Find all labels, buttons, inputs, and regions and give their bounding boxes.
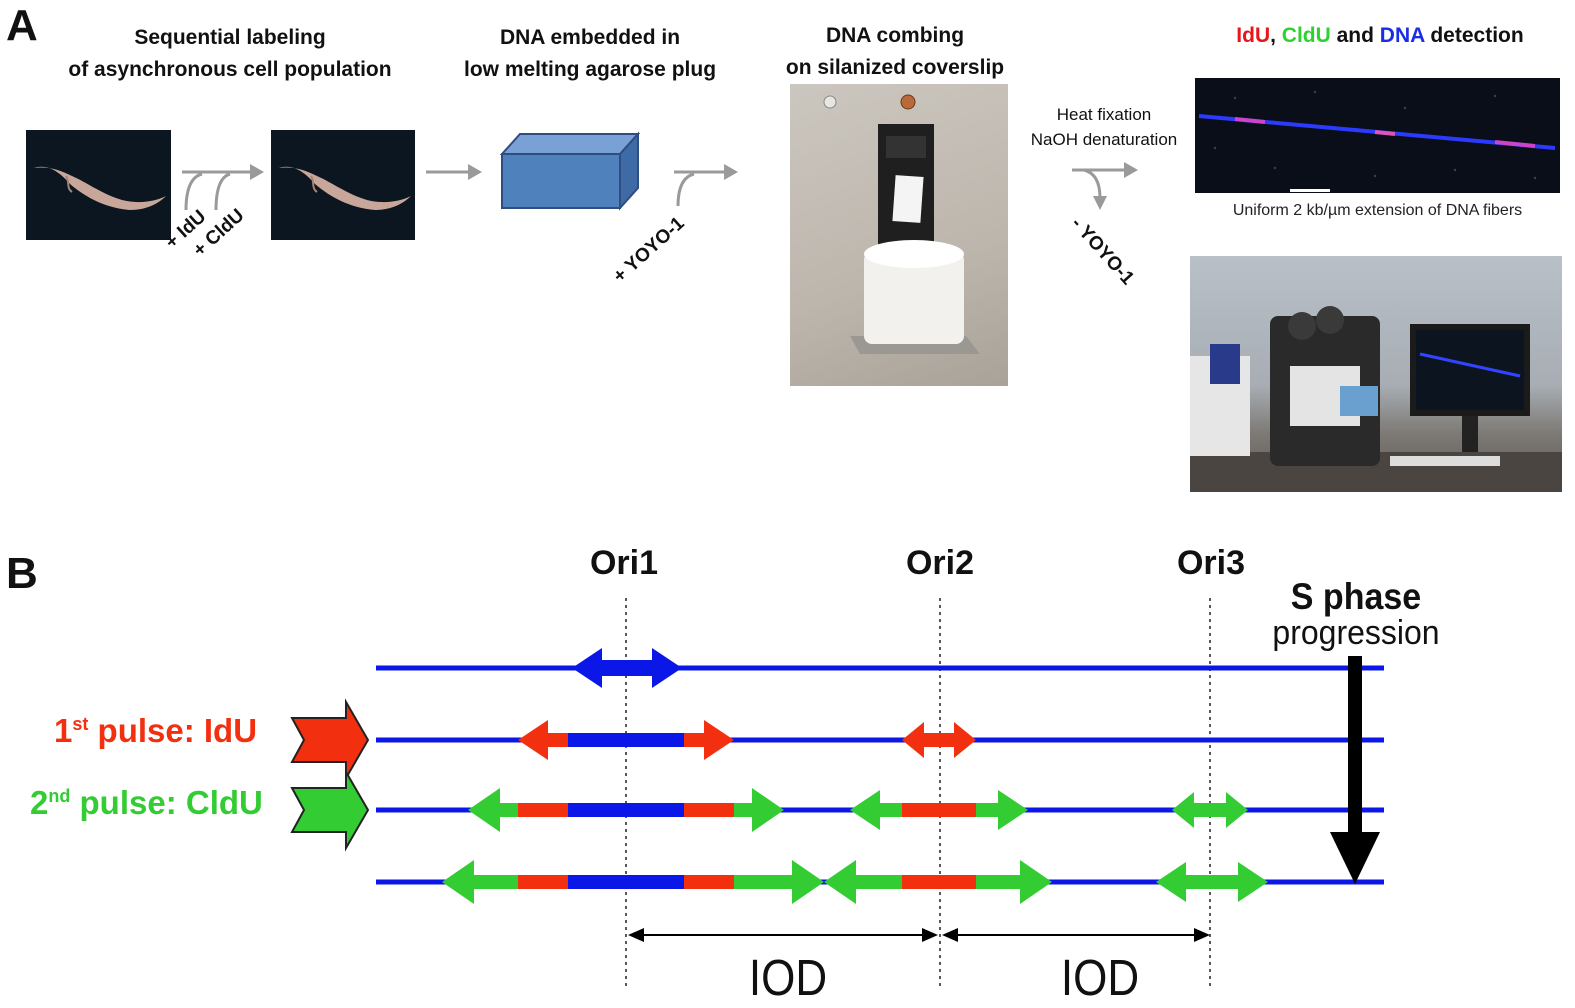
ori3-label: Ori3	[1176, 544, 1246, 582]
fiber4-cldu-fork-ori3	[1156, 862, 1268, 902]
s-phase-arrow-head	[1330, 832, 1380, 884]
step1-title: Sequential labeling of asynchronous cell…	[30, 22, 430, 86]
dna-fiber-image	[1195, 78, 1560, 193]
pulse1-arrow-icon	[290, 698, 370, 782]
s-phase-progression-label: progression	[1272, 612, 1440, 652]
ori1-label: Ori1	[589, 544, 659, 582]
fiber4-cldu-right-arrow-ori2	[976, 860, 1052, 904]
microscope-workstation-image	[1190, 306, 1562, 492]
fiber3-idu-left	[518, 803, 568, 817]
fiber1-fork-arrow	[572, 648, 682, 688]
pulse2-number: 2	[30, 784, 49, 821]
iod-label-1: IOD	[748, 950, 828, 1007]
fiber3-unlabeled-ori1	[568, 803, 684, 817]
fiber3-cldu-left-arrow	[468, 788, 518, 832]
iod1-right-head	[922, 928, 938, 942]
step3-title-line2: on silanized coverslip	[785, 56, 1005, 79]
fiber2-idu-fork-ori2	[902, 722, 976, 758]
pulse1-ordinal: st	[72, 714, 89, 734]
to-plug-arrow	[426, 164, 482, 180]
iod-label-2: IOD	[1060, 950, 1140, 1007]
yoyo-removal-arrow	[1072, 162, 1138, 210]
panel-b-letter: B	[6, 549, 38, 598]
step2-title-line1: DNA embedded in	[499, 26, 681, 49]
detection-title-detection: detection	[1424, 24, 1524, 47]
parasite-photo-after	[271, 130, 415, 240]
fiber4-idu-right	[684, 875, 734, 889]
fiber2-unlabeled-segment-ori1	[568, 733, 684, 747]
parasite-cell-image	[34, 166, 166, 210]
step3-title: DNA combing on silanized coverslip	[760, 20, 1030, 84]
microscope-setup-photo	[1190, 256, 1562, 492]
step2-title-line2: low melting agarose plug	[463, 58, 717, 81]
fiber4-idu-left	[518, 875, 568, 889]
fiber4-cldu-left-arrow	[442, 860, 518, 904]
pulse2-arrow-icon	[290, 768, 370, 852]
fiber4-cldu-left-arrow-ori2	[824, 860, 902, 904]
fiber-fluorescence-image	[1198, 90, 1556, 192]
fiber3-cldu-right-arrow	[734, 788, 784, 832]
detection-title-idu: IdU	[1236, 24, 1271, 47]
pulse2-text: pulse: CldU	[70, 784, 263, 821]
detection-title-dna: DNA	[1379, 24, 1425, 47]
step2-title: DNA embedded in low melting agarose plug	[420, 22, 760, 86]
ori2-label: Ori2	[905, 544, 975, 582]
iod1-left-head	[628, 928, 644, 942]
detection-title-cldu: CldU	[1281, 24, 1331, 47]
pulse1-text: pulse: IdU	[88, 712, 258, 749]
pulse1-number: 1	[54, 712, 73, 749]
panel-a-letter: A	[6, 1, 38, 50]
iod2-right-head	[1194, 928, 1210, 942]
detection-title-sep2: and	[1330, 24, 1380, 47]
detection-title: IdU, CldU and DNA detection	[1190, 20, 1570, 52]
fiber2-idu-left-arrow	[518, 720, 568, 760]
combing-apparatus-photo	[790, 84, 1008, 386]
s-phase-arrow-shaft	[1348, 656, 1362, 832]
fiber3-cldu-fork-ori3	[1172, 792, 1248, 828]
label-addition-arrow	[182, 164, 264, 211]
iod2-left-head	[942, 928, 958, 942]
pulse2-label: 2nd pulse: CldU	[30, 784, 263, 822]
parasite-cell-image-labeled	[279, 166, 411, 210]
fiber4-unlabeled-ori1	[568, 875, 684, 889]
step3-title-line1: DNA combing	[825, 24, 965, 47]
detection-title-sep1: ,	[1270, 24, 1282, 47]
parasite-photo-before	[26, 130, 171, 240]
fiber4-idu-ori2	[902, 875, 976, 889]
fiber2-idu-right-arrow	[684, 720, 734, 760]
pulse1-label: 1st pulse: IdU	[54, 712, 257, 750]
heat-fixation-label: Heat fixation	[1056, 105, 1152, 124]
fixation-notes: Heat fixation NaOH denaturation	[1018, 102, 1190, 152]
fiber3-idu-right	[684, 803, 734, 817]
step1-title-line1: Sequential labeling	[134, 26, 326, 49]
fiber-caption: Uniform 2 kb/µm extension of DNA fibers	[1232, 202, 1523, 219]
fiber3-cldu-left-arrow-ori2	[850, 790, 902, 830]
naoh-denaturation-label: NaOH denaturation	[1030, 130, 1178, 149]
fiber4-cldu-right-arrow	[734, 860, 824, 904]
combing-device-image	[823, 94, 980, 354]
yoyo-addition-arrow	[674, 164, 738, 207]
fiber3-idu-ori2	[902, 803, 976, 817]
step1-title-line2: of asynchronous cell population	[68, 58, 392, 81]
pulse2-ordinal: nd	[48, 786, 71, 806]
s-phase-title: S phase	[1290, 576, 1422, 618]
agarose-plug-icon	[499, 131, 641, 211]
fiber3-cldu-right-arrow-ori2	[976, 790, 1028, 830]
